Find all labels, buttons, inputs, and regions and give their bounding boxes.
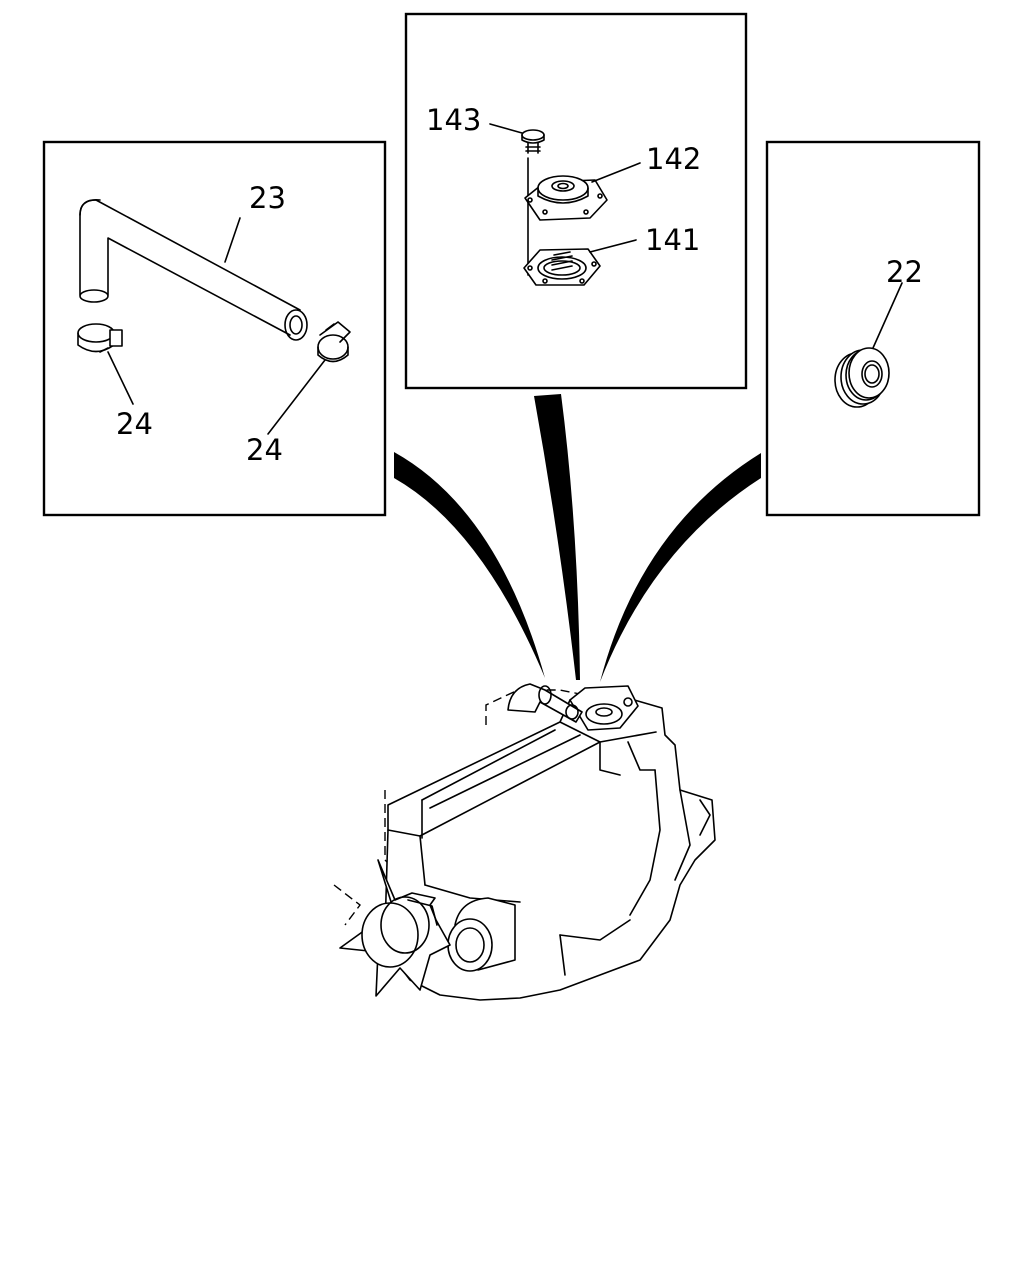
- callout-22: 22: [886, 255, 923, 289]
- engine-hose: [507, 683, 583, 723]
- engine-cap: [569, 685, 639, 731]
- inset-grommet: 22: [765, 140, 981, 517]
- leader-24-right: [267, 359, 326, 435]
- clamp-left-part: [77, 323, 123, 353]
- callout-143: 143: [426, 103, 481, 137]
- inset-hose: 23 24 24: [42, 140, 387, 517]
- leader-24-left: [107, 351, 134, 405]
- pointer-left: [394, 452, 545, 678]
- pointer-wedges: [394, 394, 761, 682]
- callout-23: 23: [249, 181, 286, 215]
- inset-grommet-frame: [765, 140, 981, 517]
- hose-part: [79, 198, 308, 341]
- gasket-part: [523, 248, 601, 286]
- callout-142: 142: [646, 142, 701, 176]
- inset-cap: 143 142 141: [404, 12, 748, 390]
- clamp-right-part: [317, 321, 351, 363]
- leader-141: [589, 239, 637, 253]
- callout-24-right: 24: [246, 433, 283, 467]
- callout-141: 141: [645, 223, 700, 257]
- leader-143: [489, 123, 523, 134]
- screw-part: [521, 129, 545, 154]
- leader-22: [872, 282, 903, 349]
- pointer-right: [600, 453, 761, 682]
- cap-part: [524, 175, 608, 221]
- leader-23: [224, 217, 241, 263]
- grommet-part: [834, 347, 890, 408]
- callout-24-left: 24: [116, 407, 153, 441]
- engine-illustration: [333, 683, 716, 1001]
- pointer-center: [534, 394, 580, 680]
- fan: [339, 859, 451, 997]
- leader-142: [591, 162, 641, 183]
